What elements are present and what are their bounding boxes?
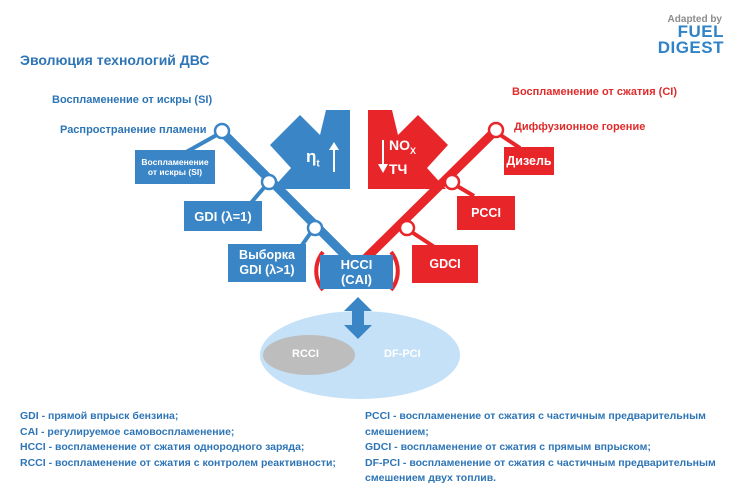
legend-item: HCCI - воспламенение от сжатия однородно… <box>20 441 305 453</box>
node-pcci <box>443 173 461 191</box>
df-pci-ellipse <box>260 311 460 399</box>
si-label: Воспламенение от искры (SI) <box>52 94 213 106</box>
legend-item: DF-PCI - воспламенение от сжатия с части… <box>365 456 716 469</box>
node-flame <box>213 122 231 140</box>
nox-label: NOX ТЧ <box>389 137 417 177</box>
legend-item: GDCI - воспламенение от сжатия с прямым … <box>365 441 651 453</box>
legend-item: смешением; <box>365 425 429 438</box>
si-branch-line <box>217 127 357 267</box>
gdi-box: GDI (λ=1) <box>184 201 262 231</box>
node-gdci <box>398 219 416 237</box>
df-pci-label: DF-PCI <box>384 348 421 360</box>
logo-fuel-digest: FUEL DIGEST <box>657 22 724 57</box>
node-diffusion <box>487 121 505 139</box>
hcci-box: HCCI(CAI) <box>320 255 393 289</box>
double-arrow-icon <box>344 297 372 339</box>
ci-branch-line <box>357 125 501 267</box>
legend-item: CAI - регулируемое самовоспламенение; <box>20 425 235 438</box>
page-title: Эволюция технологий ДВС <box>20 52 210 68</box>
legend-left: GDI - прямой впрыск бензина; CAI - регул… <box>20 409 360 471</box>
eta-label: ηt <box>306 147 320 170</box>
legend-item: RCCI - воспламенение от сжатия с контрол… <box>20 456 336 469</box>
legend-item: PCCI - воспламенение от сжатия с частичн… <box>365 410 706 422</box>
ci-label: Воспламенение от сжатия (CI) <box>512 86 677 98</box>
logo-digest: DIGEST <box>657 38 724 57</box>
pcci-box: PCCI <box>457 196 515 230</box>
legend-item: GDI - прямой впрыск бензина; <box>20 410 179 422</box>
gdci-box: GDCI <box>412 245 478 283</box>
flame-label: Распространение пламени <box>60 124 207 136</box>
logo-adapted-by: Adapted by <box>667 14 722 25</box>
logo-fuel: FUEL <box>677 22 724 41</box>
diesel-box: Дизель <box>504 147 554 175</box>
rcci-label: RCCI <box>292 348 319 360</box>
legend-right: PCCI - воспламенение от сжатия с частичн… <box>365 409 735 487</box>
node-gdi-lean <box>306 219 324 237</box>
node-gdi <box>260 173 278 191</box>
rcci-ellipse <box>263 335 355 375</box>
legend-item: смешением двух топлив. <box>365 472 497 484</box>
efficiency-arrow-icon <box>270 110 350 189</box>
diffusion-label: Диффузионное горение <box>514 121 646 133</box>
nox-arrow-icon <box>368 110 448 189</box>
